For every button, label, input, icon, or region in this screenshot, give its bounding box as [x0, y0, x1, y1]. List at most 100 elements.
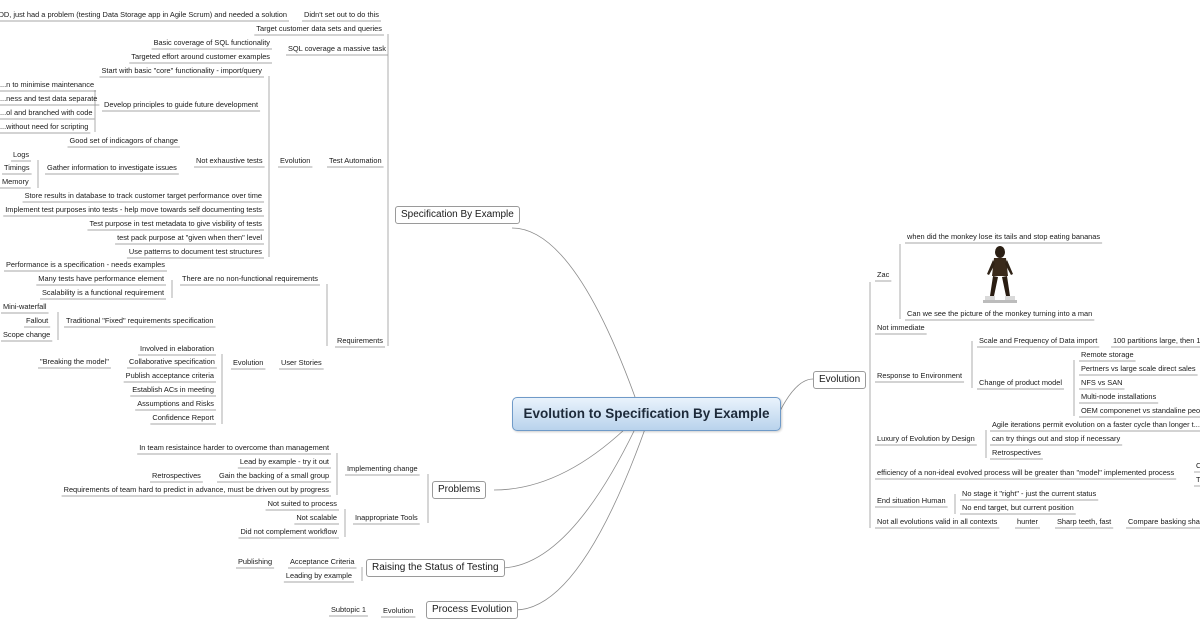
topic-evolution[interactable]: Evolution: [813, 371, 867, 389]
node-label[interactable]: hunter: [1017, 517, 1038, 526]
node-label[interactable]: Change of product model: [979, 378, 1062, 387]
node-label[interactable]: Gather information to investigate issues: [47, 163, 177, 172]
node-label[interactable]: Use patterns to document test structures: [128, 247, 262, 256]
node-label[interactable]: Pertners vs large scale direct sales: [1081, 364, 1196, 373]
node-label[interactable]: Can we see the picture of the monkey tur…: [907, 309, 1093, 318]
node-label[interactable]: ...ol and branched with code: [0, 108, 93, 117]
node-label[interactable]: Store results in database to track custo…: [24, 191, 262, 200]
node-label[interactable]: OEM componenet vs standaline peo...: [1081, 406, 1200, 415]
node-label[interactable]: Scale and Frequency of Data import: [979, 336, 1098, 345]
connector-curve: [511, 227, 636, 398]
node-label[interactable]: Evolution: [383, 606, 414, 615]
node-label[interactable]: Assumptions and Risks: [137, 399, 214, 408]
node-label[interactable]: "Breaking the model": [40, 357, 109, 366]
node-label[interactable]: Target customer data sets and queries: [256, 24, 382, 33]
node-label[interactable]: Remote storage: [1081, 350, 1134, 359]
node-label[interactable]: NFS vs SAN: [1081, 378, 1123, 387]
node-label[interactable]: Retrospectives: [992, 448, 1041, 457]
central-topic[interactable]: Evolution to Specification By Example: [512, 397, 781, 431]
node-label[interactable]: Implement test purposes into tests - hel…: [5, 205, 262, 214]
connector-curve: [514, 428, 646, 611]
node-label[interactable]: Multi-node installations: [1081, 392, 1157, 401]
node-label[interactable]: User Stories: [281, 358, 322, 367]
topic-specification-by-example[interactable]: Specification By Example: [395, 206, 520, 224]
node-label[interactable]: when did the monkey lose its tails and s…: [907, 232, 1101, 241]
node-label[interactable]: There are no non-functional requirements: [182, 274, 318, 283]
node-label[interactable]: Performance is a specification - needs e…: [6, 260, 165, 269]
node-label[interactable]: Not suited to process: [267, 499, 337, 508]
node-label[interactable]: Publishing: [238, 557, 273, 566]
node-label[interactable]: No end target, but current position: [962, 503, 1074, 512]
node-label[interactable]: Test purpose in test metadata to give vi…: [89, 219, 262, 228]
node-label[interactable]: Targeted effort around customer examples: [131, 52, 270, 61]
node-label[interactable]: C: [1196, 461, 1200, 470]
node-label[interactable]: 100 partitions large, then 1...: [1113, 336, 1200, 345]
topic-raising-status-of-testing[interactable]: Raising the Status of Testing: [366, 559, 505, 577]
node-label[interactable]: Did not complement workflow: [240, 527, 337, 536]
node-label[interactable]: ...ness and test data separate: [0, 94, 98, 103]
monkey-image: [979, 244, 1021, 304]
node-label[interactable]: can try things out and stop if necessary: [992, 434, 1121, 443]
node-label[interactable]: Establish ACs in meeting: [132, 385, 214, 394]
node-label[interactable]: Response to Environment: [877, 371, 963, 380]
node-label[interactable]: Not immediate: [877, 323, 925, 332]
node-label[interactable]: Timings: [4, 163, 30, 172]
node-label[interactable]: Implementing change: [347, 464, 418, 473]
node-label[interactable]: Involved in elaboration: [140, 344, 214, 353]
node-label[interactable]: In team resistaince harder to overcome t…: [139, 443, 329, 452]
node-label[interactable]: Evolution: [233, 358, 264, 367]
monkey-figure-icon: [983, 246, 1017, 303]
node-label[interactable]: ...without need for scripting: [0, 122, 89, 131]
node-label[interactable]: Not all evolutions valid in all contexts: [877, 517, 998, 526]
node-label[interactable]: Evolution: [280, 156, 311, 165]
node-label[interactable]: Develop principles to guide future devel…: [104, 100, 259, 109]
node-label[interactable]: End situation Human: [877, 496, 946, 505]
topic-problems[interactable]: Problems: [432, 481, 487, 499]
node-label[interactable]: Agile iterations permit evolution on a f…: [992, 420, 1200, 429]
node-label[interactable]: Start with basic "core" functionality - …: [101, 66, 262, 75]
node-label[interactable]: Leading by example: [285, 571, 352, 580]
node-label[interactable]: Not exhaustive tests: [196, 156, 263, 165]
node-label[interactable]: Luxury of Evolution by Design: [877, 434, 975, 443]
node-label[interactable]: Not scalable: [296, 513, 337, 522]
node-label[interactable]: Good set of indicagors of change: [69, 136, 178, 145]
node-label[interactable]: Lead by example - try it out: [239, 457, 329, 466]
node-label[interactable]: Confidence Report: [152, 413, 214, 422]
node-label[interactable]: Many tests have performance element: [38, 274, 164, 283]
node-label[interactable]: ...n to minimise maintenance: [0, 80, 95, 89]
node-label[interactable]: Retrospectives: [152, 471, 201, 480]
node-label[interactable]: Requirements of team hard to predict in …: [63, 485, 329, 494]
node-label[interactable]: No stage it "right" - just the current s…: [962, 489, 1097, 498]
node-label[interactable]: Gain the backing of a small group: [219, 471, 330, 480]
connector-curve: [499, 428, 636, 569]
node-label[interactable]: Collaborative specification: [129, 357, 215, 366]
node-label[interactable]: SQL coverage a massive task: [288, 44, 386, 53]
node-label[interactable]: Scope change: [3, 330, 51, 339]
node-label[interactable]: T: [1196, 475, 1200, 484]
node-label[interactable]: Inappropriate Tools: [355, 513, 418, 522]
node-label[interactable]: test pack purpose at "given when then" l…: [117, 233, 262, 242]
node-label[interactable]: Basic coverage of SQL functionality: [153, 38, 270, 47]
node-label[interactable]: Compare basking sha...: [1128, 517, 1200, 526]
connector-curve: [778, 378, 814, 414]
connector-curve: [493, 428, 626, 491]
node-label[interactable]: efficiency of a non-ideal evolved proces…: [877, 468, 1175, 477]
node-label[interactable]: Logs: [13, 150, 30, 159]
node-label[interactable]: Fallout: [26, 316, 49, 325]
node-label[interactable]: Traditional "Fixed" requirements specifi…: [66, 316, 214, 325]
node-label[interactable]: Subtopic 1: [331, 605, 366, 614]
node-label[interactable]: ...DD, just had a problem (testing Data …: [0, 10, 287, 19]
node-label[interactable]: Sharp teeth, fast: [1057, 517, 1112, 526]
node-label[interactable]: Test Automation: [329, 156, 382, 165]
node-label[interactable]: Didn't set out to do this: [304, 10, 379, 19]
node-label[interactable]: Memory: [2, 177, 29, 186]
node-label[interactable]: Zac: [877, 270, 890, 279]
node-label[interactable]: Scalability is a functional requirement: [41, 288, 164, 297]
node-label[interactable]: Acceptance Criteria: [290, 557, 355, 566]
topic-process-evolution[interactable]: Process Evolution: [426, 601, 519, 619]
node-label[interactable]: Requirements: [337, 336, 384, 345]
node-label[interactable]: Publish acceptance criteria: [125, 371, 214, 380]
node-label[interactable]: Mini-waterfall: [3, 302, 47, 311]
